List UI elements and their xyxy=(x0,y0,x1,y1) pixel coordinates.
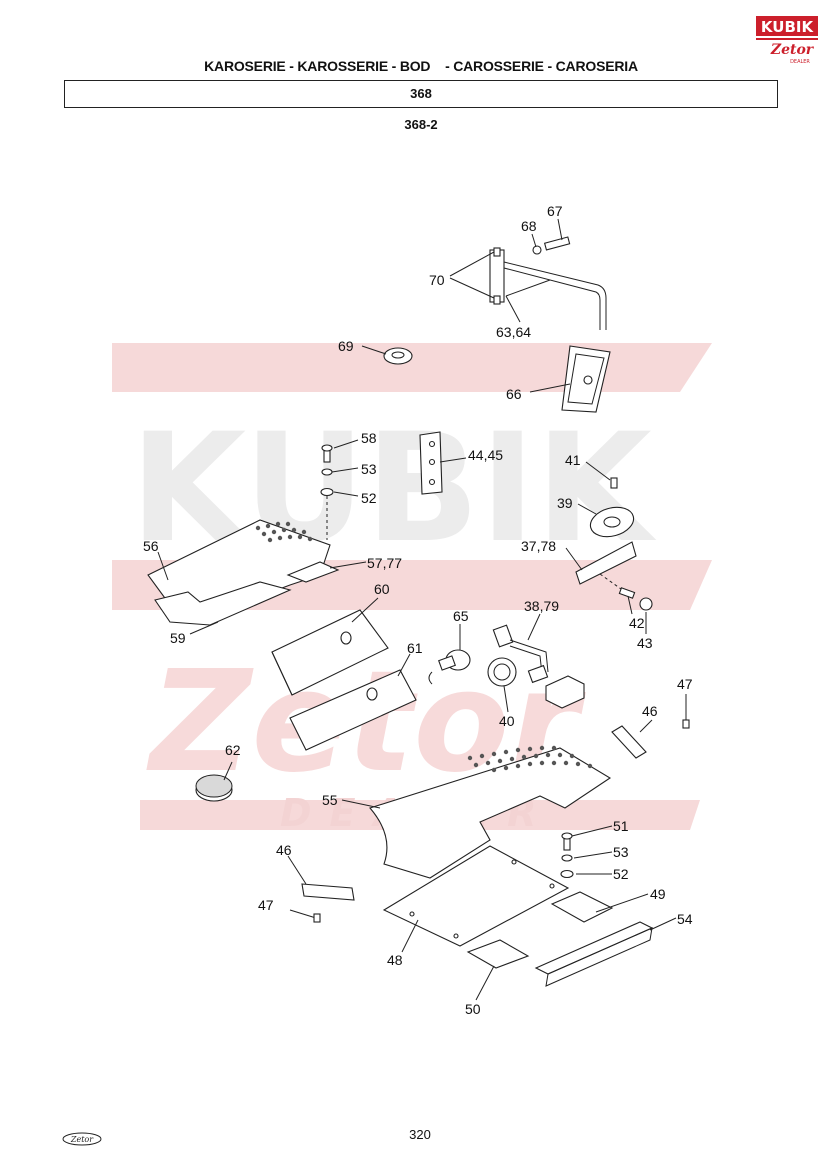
part-bracket-46-right xyxy=(611,725,647,759)
callouts: 67 68 70 63,64 69 66 58 53 52 44,45 41 3… xyxy=(143,203,693,1017)
callout: 49 xyxy=(650,886,666,902)
callout: 54 xyxy=(677,911,693,927)
part-screw-47-left xyxy=(289,909,321,923)
part-lamp-40 xyxy=(487,657,517,687)
callout: 39 xyxy=(557,495,573,511)
callout: 50 xyxy=(465,1001,481,1017)
callout: 52 xyxy=(361,490,377,506)
callout: 47 xyxy=(677,676,693,692)
callout: 53 xyxy=(613,844,629,860)
part-bracket-46-left xyxy=(301,883,355,901)
logo-sub: Zetor xyxy=(770,42,815,58)
part-bolt-67-68 xyxy=(532,236,571,255)
part-lamp-39 xyxy=(589,477,635,538)
part-plate-57-77 xyxy=(286,561,340,583)
callout: 55 xyxy=(322,792,338,808)
callout: 37,78 xyxy=(521,538,556,554)
part-grommet-69 xyxy=(383,347,413,365)
part-rail-54 xyxy=(534,921,654,987)
page-number: 320 xyxy=(409,1127,431,1142)
callout: 40 xyxy=(499,713,515,729)
subgroup-number: 368-2 xyxy=(404,117,438,132)
callout: 67 xyxy=(547,203,563,219)
callout: 60 xyxy=(374,581,390,597)
part-plate-50 xyxy=(466,939,530,969)
callout: 66 xyxy=(506,386,522,402)
callout: 44,45 xyxy=(468,447,503,463)
footer-zetor-logo: Zetor xyxy=(62,1132,102,1146)
part-bracket-44-45 xyxy=(419,431,443,495)
part-floor-mat-56 xyxy=(147,519,331,626)
part-floor-55 xyxy=(369,745,612,879)
group-box xyxy=(64,80,778,108)
part-plate-49 xyxy=(550,891,614,923)
callout: 70 xyxy=(429,272,445,288)
section-title: KAROSERIE - KAROSSERIE - BOD - CAROSSERI… xyxy=(204,58,638,74)
callout: 48 xyxy=(387,952,403,968)
part-mirror-66 xyxy=(561,345,611,413)
svg-text:Zetor: Zetor xyxy=(70,1135,94,1144)
callout: 58 xyxy=(361,430,377,446)
callout: 42 xyxy=(629,615,645,631)
callout: 65 xyxy=(453,608,469,624)
callout: 62 xyxy=(225,742,241,758)
callout: 57,77 xyxy=(367,555,402,571)
callout: 47 xyxy=(258,897,274,913)
part-panel-61 xyxy=(289,669,417,751)
part-lamp-bracket-38-79 xyxy=(492,624,549,684)
part-plate-48 xyxy=(382,845,570,947)
part-angle-60 xyxy=(271,609,389,696)
leader-lines xyxy=(157,218,687,1001)
callout: 43 xyxy=(637,635,653,651)
part-lens-block xyxy=(545,675,585,709)
callout: 61 xyxy=(407,640,423,656)
logo-text: KUBIK xyxy=(761,18,815,36)
callout: 69 xyxy=(338,338,354,354)
callout: 38,79 xyxy=(524,598,559,614)
part-bolt-washers-58-53-52 xyxy=(320,444,334,540)
callout: 59 xyxy=(170,630,186,646)
part-mirror-arm-63-64 xyxy=(489,247,607,330)
kubik-zetor-logo: KUBIK Zetor DEALER xyxy=(756,14,818,66)
callout: 46 xyxy=(642,703,658,719)
callout: 63,64 xyxy=(496,324,531,340)
part-bracket-37-78 xyxy=(575,541,653,611)
callout: 51 xyxy=(613,818,629,834)
group-number: 368 xyxy=(410,86,432,101)
callout: 68 xyxy=(521,218,537,234)
callout: 56 xyxy=(143,538,159,554)
callout: 41 xyxy=(565,452,581,468)
callout: 46 xyxy=(276,842,292,858)
logo-dealer: DEALER xyxy=(790,59,810,65)
callout: 53 xyxy=(361,461,377,477)
callout: 52 xyxy=(613,866,629,882)
part-cap-62 xyxy=(195,774,233,802)
part-switch-65 xyxy=(428,649,471,685)
part-screw-47-right xyxy=(682,719,690,729)
part-bolt-washers-51-53-52 xyxy=(560,832,574,879)
